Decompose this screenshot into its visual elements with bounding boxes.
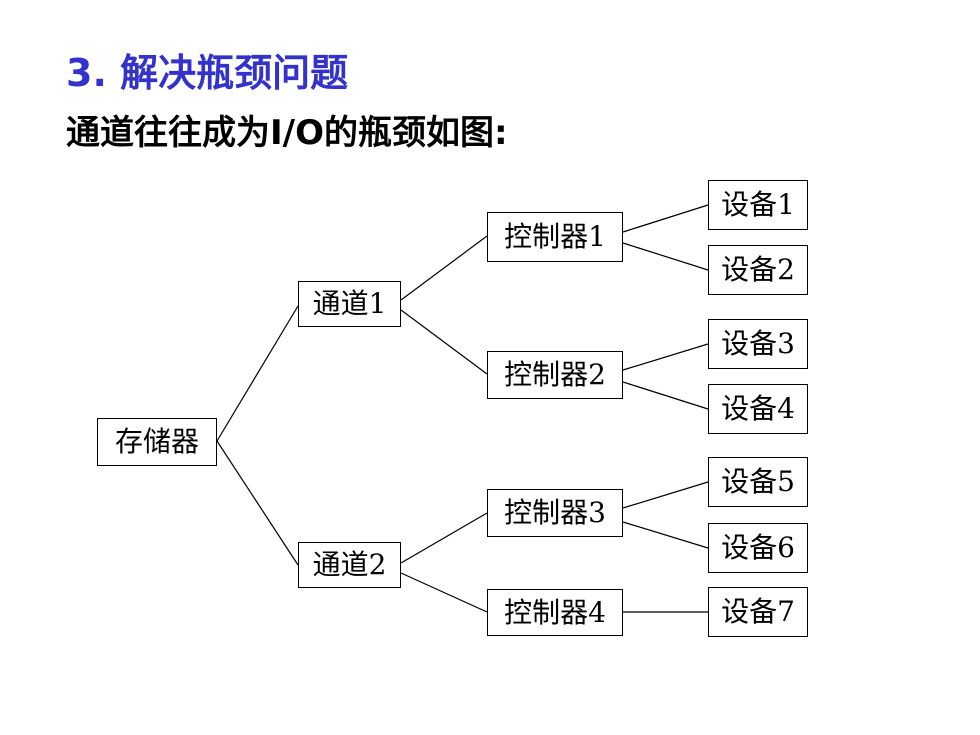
- link-channel1-controller1: [400, 235, 488, 301]
- link-controller2-device3: [622, 343, 709, 371]
- link-controller1-device2: [622, 242, 709, 271]
- node-device-1: 设备1: [708, 180, 808, 230]
- node-memory: 存储器: [97, 418, 217, 466]
- link-controller2-device4: [622, 381, 709, 410]
- node-channel-1: 通道1: [298, 281, 401, 327]
- node-controller-1: 控制器1: [487, 212, 623, 262]
- link-controller1-device1: [622, 204, 709, 233]
- link-channel2-controller4: [400, 572, 488, 613]
- link-controller3-device5: [622, 481, 709, 509]
- node-device-5: 设备5: [708, 457, 808, 507]
- slide-title: 3. 解决瓶颈问题: [66, 51, 349, 95]
- link-memory-channel1: [216, 305, 299, 442]
- node-controller-2: 控制器2: [487, 351, 623, 399]
- node-device-2: 设备2: [708, 245, 808, 295]
- link-channel1-controller2: [400, 309, 488, 375]
- slide-subtitle: 通道往往成为I/O的瓶颈如图:: [66, 113, 508, 153]
- node-channel-2: 通道2: [298, 542, 401, 588]
- node-device-7: 设备7: [708, 587, 808, 637]
- link-memory-channel2: [216, 440, 299, 566]
- node-controller-3: 控制器3: [487, 489, 623, 537]
- node-device-6: 设备6: [708, 523, 808, 573]
- link-channel2-controller3: [400, 512, 488, 564]
- node-device-3: 设备3: [708, 319, 808, 369]
- node-device-4: 设备4: [708, 384, 808, 434]
- link-controller3-device6: [622, 521, 709, 549]
- node-controller-4: 控制器4: [487, 589, 623, 636]
